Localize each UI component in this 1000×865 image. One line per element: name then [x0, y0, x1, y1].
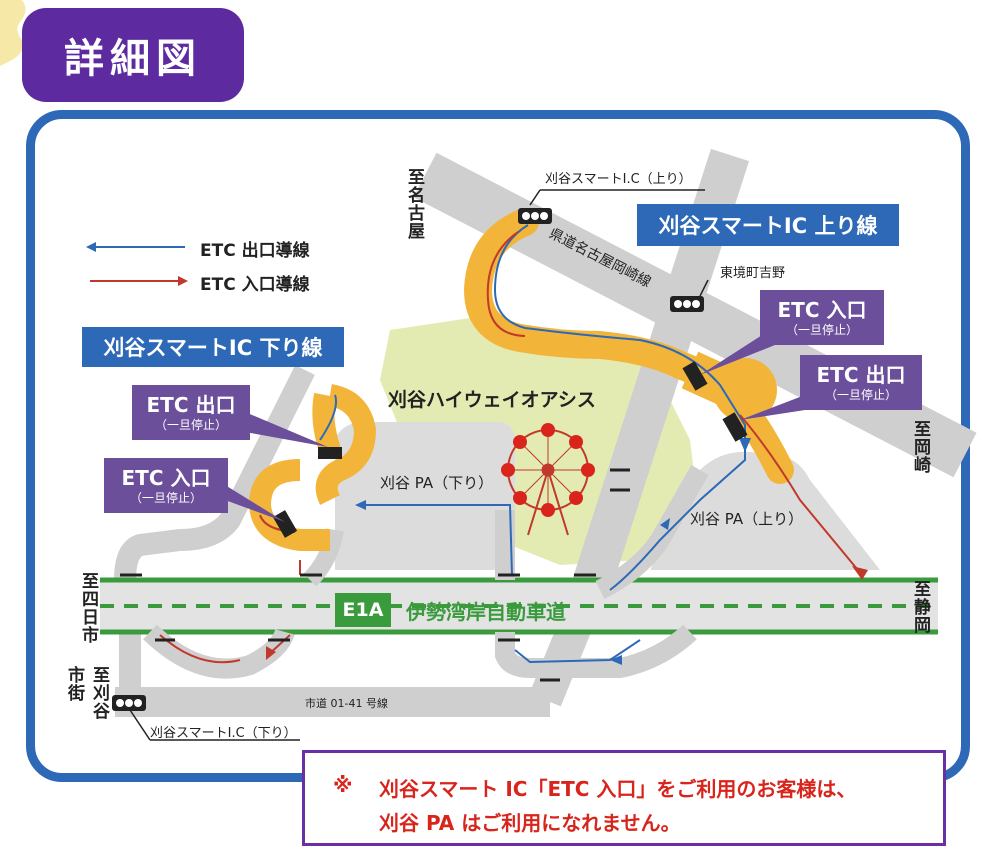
highway-name: 伊勢湾岸自動車道 — [406, 600, 566, 624]
down-exit-gate — [318, 447, 342, 459]
left-road — [114, 365, 315, 581]
down-exit-sub: （一旦停止） — [154, 417, 227, 432]
up-exit-main: ETC 出口 — [816, 362, 906, 387]
entry-route-up — [486, 231, 863, 576]
up-entry-gate — [682, 361, 708, 391]
down-entry-sub: （一旦停止） — [129, 490, 202, 505]
legend-entry-label: ETC 入口導線 — [200, 275, 310, 295]
pa-down-left-link — [303, 528, 344, 587]
ic-up-label: 刈谷スマートIC 上り線 — [637, 204, 899, 246]
entry-route-down — [159, 514, 301, 664]
legend-exit-label: ETC 出口導線 — [200, 241, 310, 261]
notice-box: ※ 刈谷スマート IC「ETC 入口」をご利用のお客様は、 刈谷 PA はご利用… — [302, 750, 946, 846]
down-entry-main: ETC 入口 — [121, 465, 211, 490]
signal-up-label: 刈谷スマートI.C（上り） — [545, 172, 692, 187]
up-entry-sub: （一旦停止） — [785, 322, 858, 337]
signal-icon — [518, 208, 552, 224]
signal-icon — [670, 296, 704, 312]
up-entry-main: ETC 入口 — [777, 297, 867, 322]
down-exit-main: ETC 出口 — [146, 392, 236, 417]
pa-down-label: 刈谷 PA（下り） — [380, 474, 494, 492]
notice-line1: 刈谷スマート IC「ETC 入口」をご利用のお客様は、 — [379, 777, 857, 801]
exit-route-up-lower — [514, 639, 641, 664]
page-title: 詳細図 — [22, 8, 244, 102]
dir-nagoya: 至名古屋 — [404, 168, 424, 240]
down-entry-gate — [272, 510, 298, 538]
lower-left-loop — [143, 624, 295, 679]
pa-down-pad — [335, 422, 515, 570]
down-exit-tag: ETC 出口 （一旦停止） — [132, 385, 250, 440]
dir-okazaki: 至岡崎 — [910, 420, 930, 474]
dir-kariya: 至刈谷市街 — [64, 666, 109, 720]
signal-icon — [112, 695, 146, 711]
up-exit-sub: （一旦停止） — [824, 387, 897, 402]
exit-route-pa — [360, 504, 513, 576]
dir-yokkaichi: 至四日市 — [78, 572, 98, 644]
pa-up-label: 刈谷 PA（上り） — [690, 510, 804, 528]
highway-code-badge: E1A — [335, 593, 391, 627]
oasis-label: 刈谷ハイウェイオアシス — [388, 389, 596, 411]
lower-pa-link — [495, 624, 697, 678]
up-exit-gate — [722, 412, 748, 442]
corner-decoration — [0, 0, 26, 66]
up-entry-tag: ETC 入口 （一旦停止） — [760, 290, 884, 345]
down-entry-tag: ETC 入口 （一旦停止） — [104, 458, 228, 513]
exit-route-up — [493, 224, 746, 591]
pa-up-pad — [650, 451, 880, 570]
city-road-label: 市道 01-41 号線 — [305, 697, 388, 710]
signal-higashi-label: 東境町吉野 — [720, 266, 786, 281]
down-ramp-upper — [315, 384, 377, 505]
ic-down-label: 刈谷スマートIC 下り線 — [82, 327, 344, 367]
dir-shizuoka: 至静岡 — [910, 580, 930, 634]
exit-route-down — [319, 394, 337, 441]
notice-mark: ※ — [333, 773, 353, 797]
notice-line2: 刈谷 PA はご利用になれません。 — [379, 811, 681, 835]
up-exit-tag: ETC 出口 （一旦停止） — [800, 355, 922, 410]
signal-down-label: 刈谷スマートI.C（下り） — [150, 726, 297, 741]
